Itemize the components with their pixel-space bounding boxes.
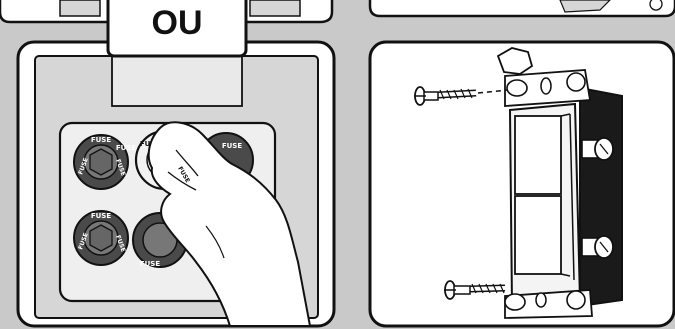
badge-text: OU [152, 4, 203, 42]
fuse-label: FUSE [116, 144, 137, 152]
top-right-panel-remnant [370, 0, 675, 16]
mounting-strap-bottom [505, 290, 592, 318]
fuse-label: FUSE [91, 212, 112, 220]
fuse-label: FUSE [222, 142, 243, 150]
terminal-screw-bottom [582, 236, 613, 258]
switch-body [510, 104, 580, 306]
switch-panel [370, 42, 674, 326]
fuse-label: FUSE [140, 260, 161, 268]
fuse-label: FUSE [91, 136, 112, 144]
fuse-box-panel: FUSE FUSE FUSE FUSE FUSE FUSE [18, 42, 334, 326]
or-badge: OU [108, 0, 246, 56]
terminal-screw-top [582, 138, 613, 160]
